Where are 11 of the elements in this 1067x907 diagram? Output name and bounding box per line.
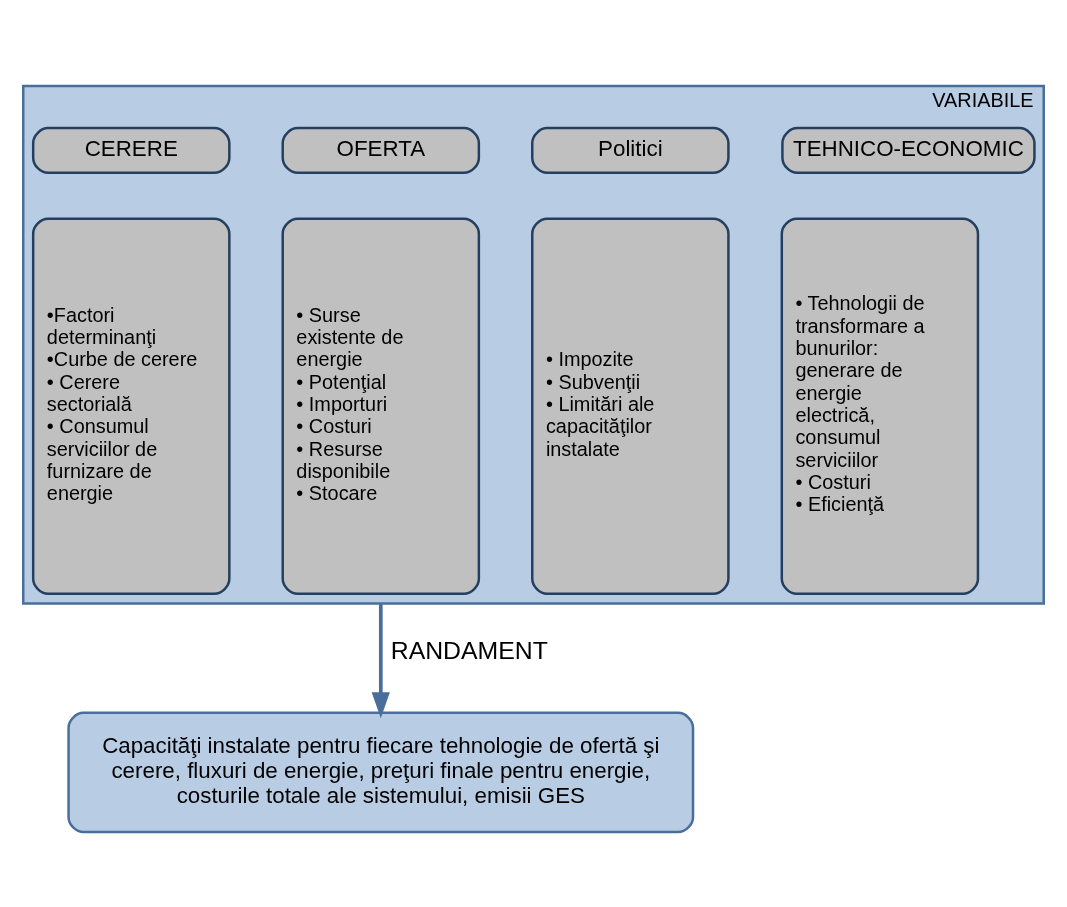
node-box: OFERTA <box>281 126 481 174</box>
node-box: Politici <box>531 126 730 174</box>
node-box: • Surse existente de energie • Potenţial • Importuri • Costuri • Resurse disponibile • Stocare <box>281 217 481 595</box>
node-box: Capacităţi instalate pentru fiecare tehnologie de ofertă şi cerere, fluxuri de energie, preţuri finale pentru energie, costurile totale ale sistemului, emisii GES <box>67 711 695 833</box>
arrow <box>371 603 390 718</box>
node-box: • Impozite • Subvenţii • Limitări ale capacităţilor instalate <box>531 217 730 595</box>
node-box: •Factori determinanţi •Curbe de cerere • Cerere sectorială • Consumul serviciilor de furnizare de energie <box>31 217 231 595</box>
node-box: CERERE <box>31 126 231 174</box>
node-box: TEHNICO-ECONOMIC <box>781 126 1036 174</box>
edge-label: RANDAMENT <box>390 636 548 664</box>
node-box: • Tehnologii de transformare a bunurilor: generare de energie electrică, consumul serviciilor • Costuri • Eficienţă <box>780 217 980 595</box>
